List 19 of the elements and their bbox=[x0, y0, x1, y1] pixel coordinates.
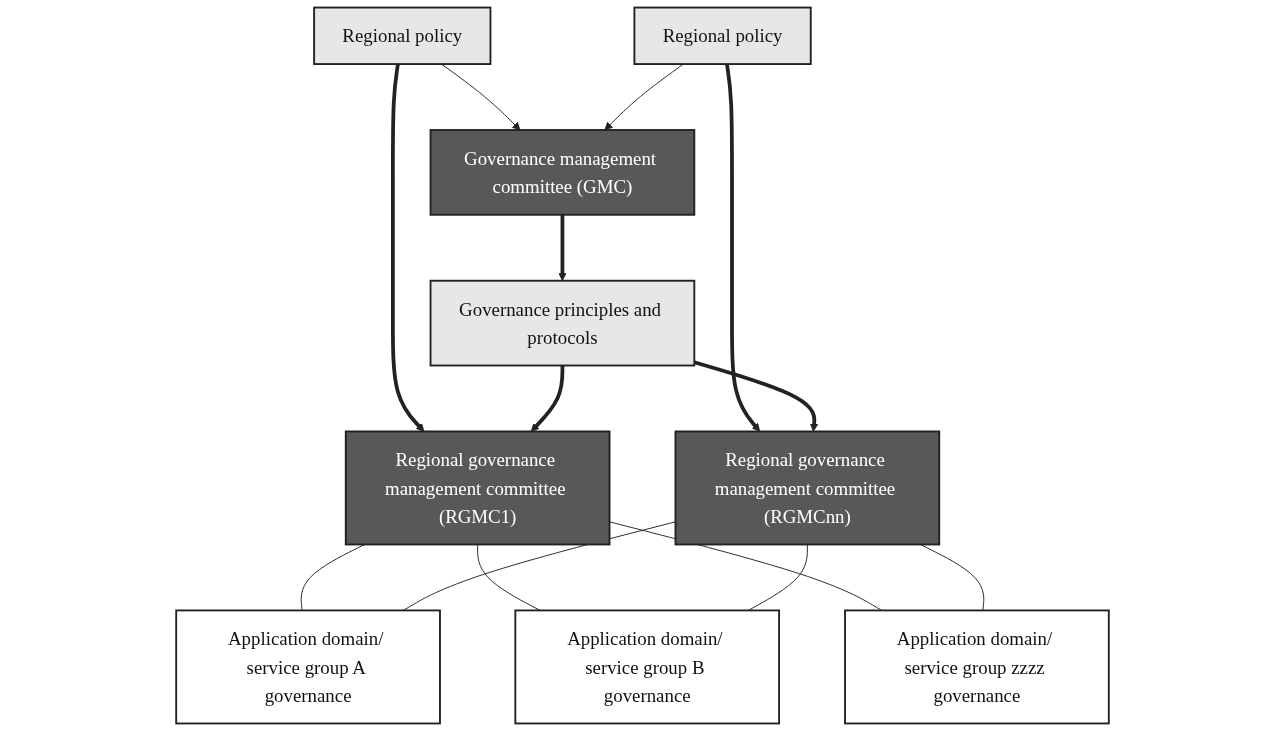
arrow bbox=[530, 365, 565, 432]
node-box: Governance management committee (GMC) bbox=[429, 129, 696, 216]
connector bbox=[919, 544, 985, 611]
arrow bbox=[693, 360, 819, 432]
connector bbox=[609, 521, 883, 611]
node-box: Regional policy bbox=[313, 6, 492, 65]
node-box: Regional policy bbox=[633, 6, 812, 65]
connector bbox=[477, 544, 541, 611]
node-box: Regional governance management committee (RGMC1) bbox=[344, 430, 611, 546]
connector bbox=[402, 521, 676, 611]
node-box: Regional governance management committee (RGMCnn) bbox=[674, 430, 941, 546]
node-box: Governance principles and protocols bbox=[429, 279, 696, 367]
node-box: Application domain/ service group A governance bbox=[175, 609, 441, 725]
node-box: Application domain/ service group zzzz governance bbox=[844, 609, 1110, 725]
connector bbox=[747, 544, 808, 611]
arrow bbox=[558, 214, 567, 282]
node-box: Application domain/ service group B governance bbox=[514, 609, 781, 725]
arrow bbox=[725, 63, 761, 432]
arrow bbox=[391, 63, 425, 432]
